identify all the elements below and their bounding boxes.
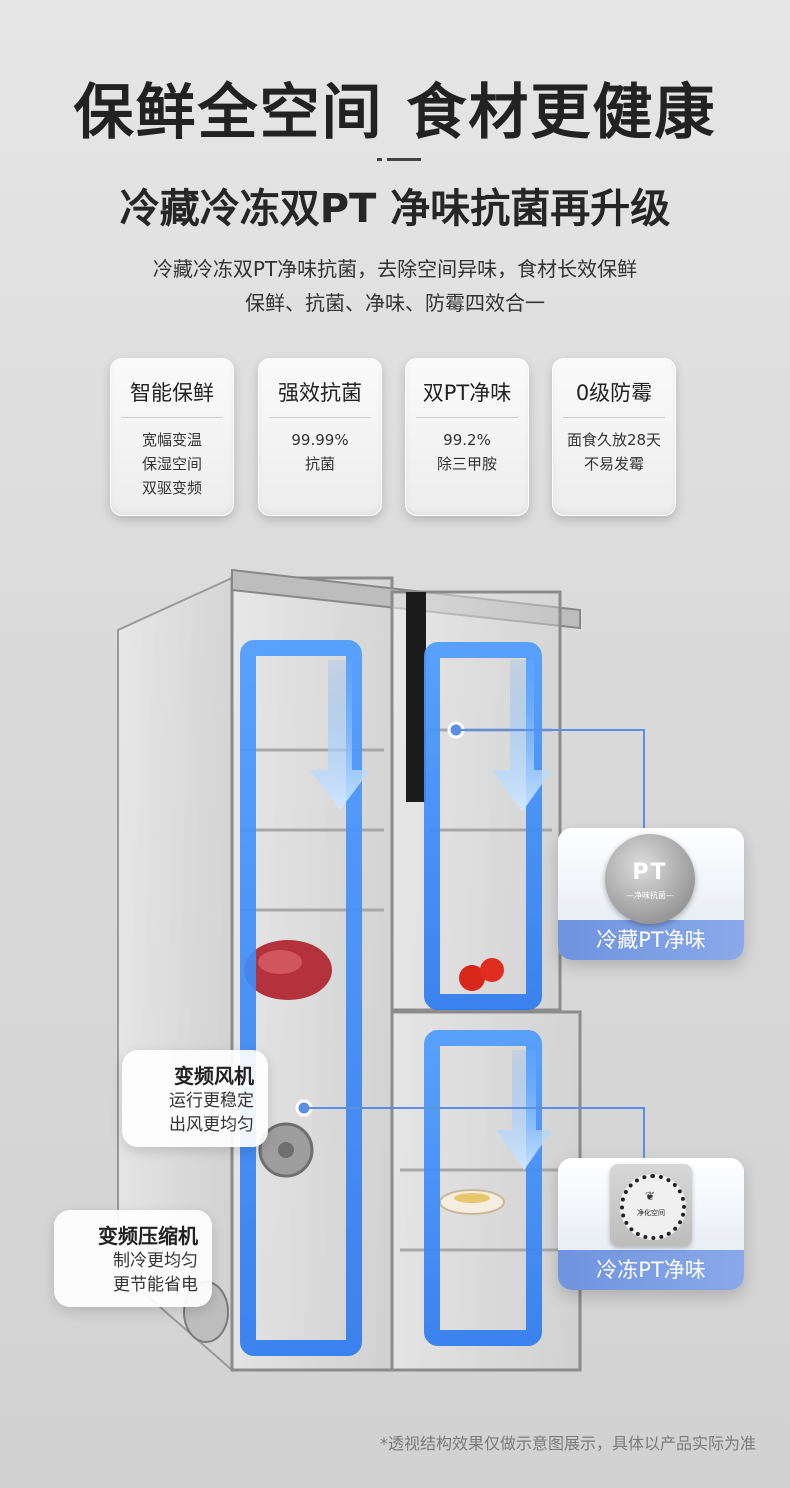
fridge-illustration: PT —净味抗菌— 冷藏PT净味 ❦ 净化空间 冷冻PT净味 变频风机 运行更稳…: [0, 550, 790, 1430]
feature-body: 99.2% 除三甲胺: [436, 431, 497, 473]
connector-line-fridge: [456, 729, 645, 828]
freezer-pt-module-card: ❦ 净化空间 冷冻PT净味: [558, 1158, 744, 1290]
pt-disc-caption: —净味抗菌—: [626, 891, 674, 900]
callout-title: 变频风机: [174, 1064, 254, 1088]
feature-title: 双PT净味: [416, 377, 518, 418]
page-title: 保鲜全空间 食材更健康: [73, 78, 717, 148]
connector-line-freezer: [304, 1107, 645, 1158]
feature-body: 宽幅变温 保湿空间 双驱变频: [141, 431, 202, 497]
fridge-svg: [117, 568, 645, 1373]
feature-title: 0级防霉: [563, 377, 665, 418]
fridge-pt-label: 冷藏PT净味: [558, 920, 744, 960]
pt-module-image: ❦ 净化空间: [558, 1158, 744, 1250]
feature-body: 99.99% 抗菌: [291, 431, 349, 473]
airflow-arrow-fridge: [492, 660, 552, 812]
compressor-callout: 变频压缩机 制冷更均匀 更节能省电: [54, 1210, 212, 1307]
airflow-loop-freezer: [424, 1030, 542, 1346]
pt-module-image: PT —净味抗菌—: [558, 828, 744, 924]
title-divider: [377, 158, 421, 161]
callout-line: 运行更稳定: [169, 1091, 254, 1111]
center-pillar: [406, 592, 426, 802]
divider-line: [387, 158, 421, 161]
description-line-2: 保鲜、抗菌、净味、防霉四效合一: [245, 291, 545, 315]
airflow-arrow-freezer: [496, 1050, 552, 1170]
pt-disc-text: PT: [632, 860, 668, 885]
leaf-icon: ❦: [645, 1189, 656, 1203]
fridge-pt-module-card: PT —净味抗菌— 冷藏PT净味: [558, 828, 744, 960]
tomato-illustration: [459, 965, 485, 991]
feature-card-dual-pt: 双PT净味 99.2% 除三甲胺: [405, 358, 529, 516]
filter-caption: 净化空间: [637, 1209, 665, 1217]
footnote-disclaimer: *透视结构效果仅做示意图展示，具体以产品实际为准: [379, 1434, 756, 1453]
callout-title: 变频压缩机: [98, 1224, 198, 1248]
description-line-1: 冷藏冷冻双PT净味抗菌，去除空间异味，食材长效保鲜: [152, 257, 638, 281]
feature-card-smart-fresh: 智能保鲜 宽幅变温 保湿空间 双驱变频: [110, 358, 234, 516]
divider-dot: [377, 158, 382, 161]
feature-card-anti-mold: 0级防霉 面食久放28天 不易发霉: [552, 358, 676, 516]
page-subtitle: 冷藏冷冻双PT 净味抗菌再升级: [119, 186, 671, 232]
callout-line: 出风更均匀: [169, 1115, 254, 1135]
filter-ring: [620, 1174, 686, 1240]
callout-line: 制冷更均匀: [113, 1251, 198, 1271]
feature-card-antibacterial: 强效抗菌 99.99% 抗菌: [258, 358, 382, 516]
feature-title: 智能保鲜: [121, 377, 223, 418]
airflow-arrow-left: [310, 660, 370, 810]
airflow-loop-fridge: [424, 642, 542, 1010]
freezer-pt-label: 冷冻PT净味: [558, 1250, 744, 1290]
fan-callout: 变频风机 运行更稳定 出风更均匀: [122, 1050, 268, 1147]
freezer-pt-filter-icon: ❦ 净化空间: [610, 1164, 692, 1246]
description: 冷藏冷冻双PT净味抗菌，去除空间异味，食材长效保鲜 保鲜、抗菌、净味、防霉四效合…: [0, 252, 790, 320]
callout-line: 更节能省电: [113, 1275, 198, 1295]
pt-disc-icon: PT —净味抗菌—: [605, 834, 695, 924]
feature-title: 强效抗菌: [269, 377, 371, 418]
airflow-loop-left: [240, 640, 362, 1356]
feature-body: 面食久放28天 不易发霉: [566, 431, 662, 473]
